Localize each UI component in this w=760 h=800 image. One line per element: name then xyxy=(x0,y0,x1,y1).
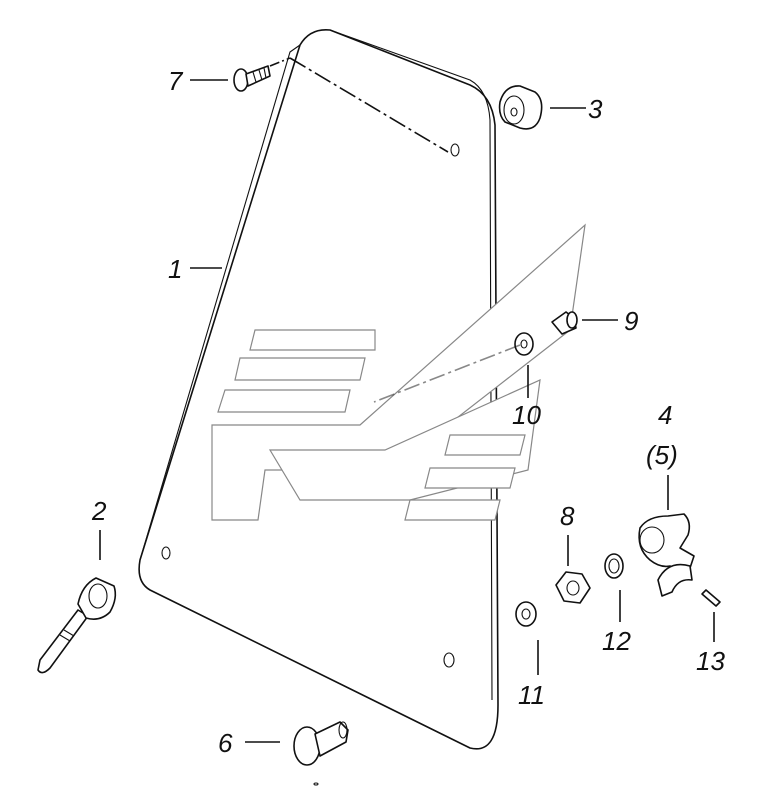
logo-watermark xyxy=(211,223,586,521)
screw-part-7 xyxy=(233,65,271,92)
callout-6: 6 xyxy=(218,728,233,758)
clamp-block-part-3 xyxy=(498,85,543,130)
washer-part-12 xyxy=(604,553,624,579)
callout-1: 1 xyxy=(168,254,182,284)
pin-part-13 xyxy=(701,589,721,607)
nut-part-8 xyxy=(555,571,591,604)
latch-part-4 xyxy=(638,513,695,597)
callout-7: 7 xyxy=(168,66,184,96)
leader-lines xyxy=(99,57,715,743)
callout-12: 12 xyxy=(602,626,631,656)
callout-5: (5) xyxy=(646,440,678,470)
callout-13: 13 xyxy=(696,646,725,676)
callout-3: 3 xyxy=(588,94,603,124)
callout-11: 11 xyxy=(518,680,545,710)
washer-part-10 xyxy=(514,332,534,356)
callout-10: 10 xyxy=(512,400,541,430)
callout-9: 9 xyxy=(624,306,638,336)
callout-8: 8 xyxy=(560,501,575,531)
callout-4: 4 xyxy=(658,400,672,430)
pin-part-2 xyxy=(37,577,117,674)
washer-part-11 xyxy=(515,601,537,627)
bolt-part-6 xyxy=(293,721,349,786)
callout-2: 2 xyxy=(91,496,107,526)
callout-labels: 7 3 1 9 10 4 (5) 2 8 12 13 11 6 xyxy=(91,66,725,758)
glass-panel xyxy=(138,28,499,750)
bolt-part-9 xyxy=(551,311,578,335)
